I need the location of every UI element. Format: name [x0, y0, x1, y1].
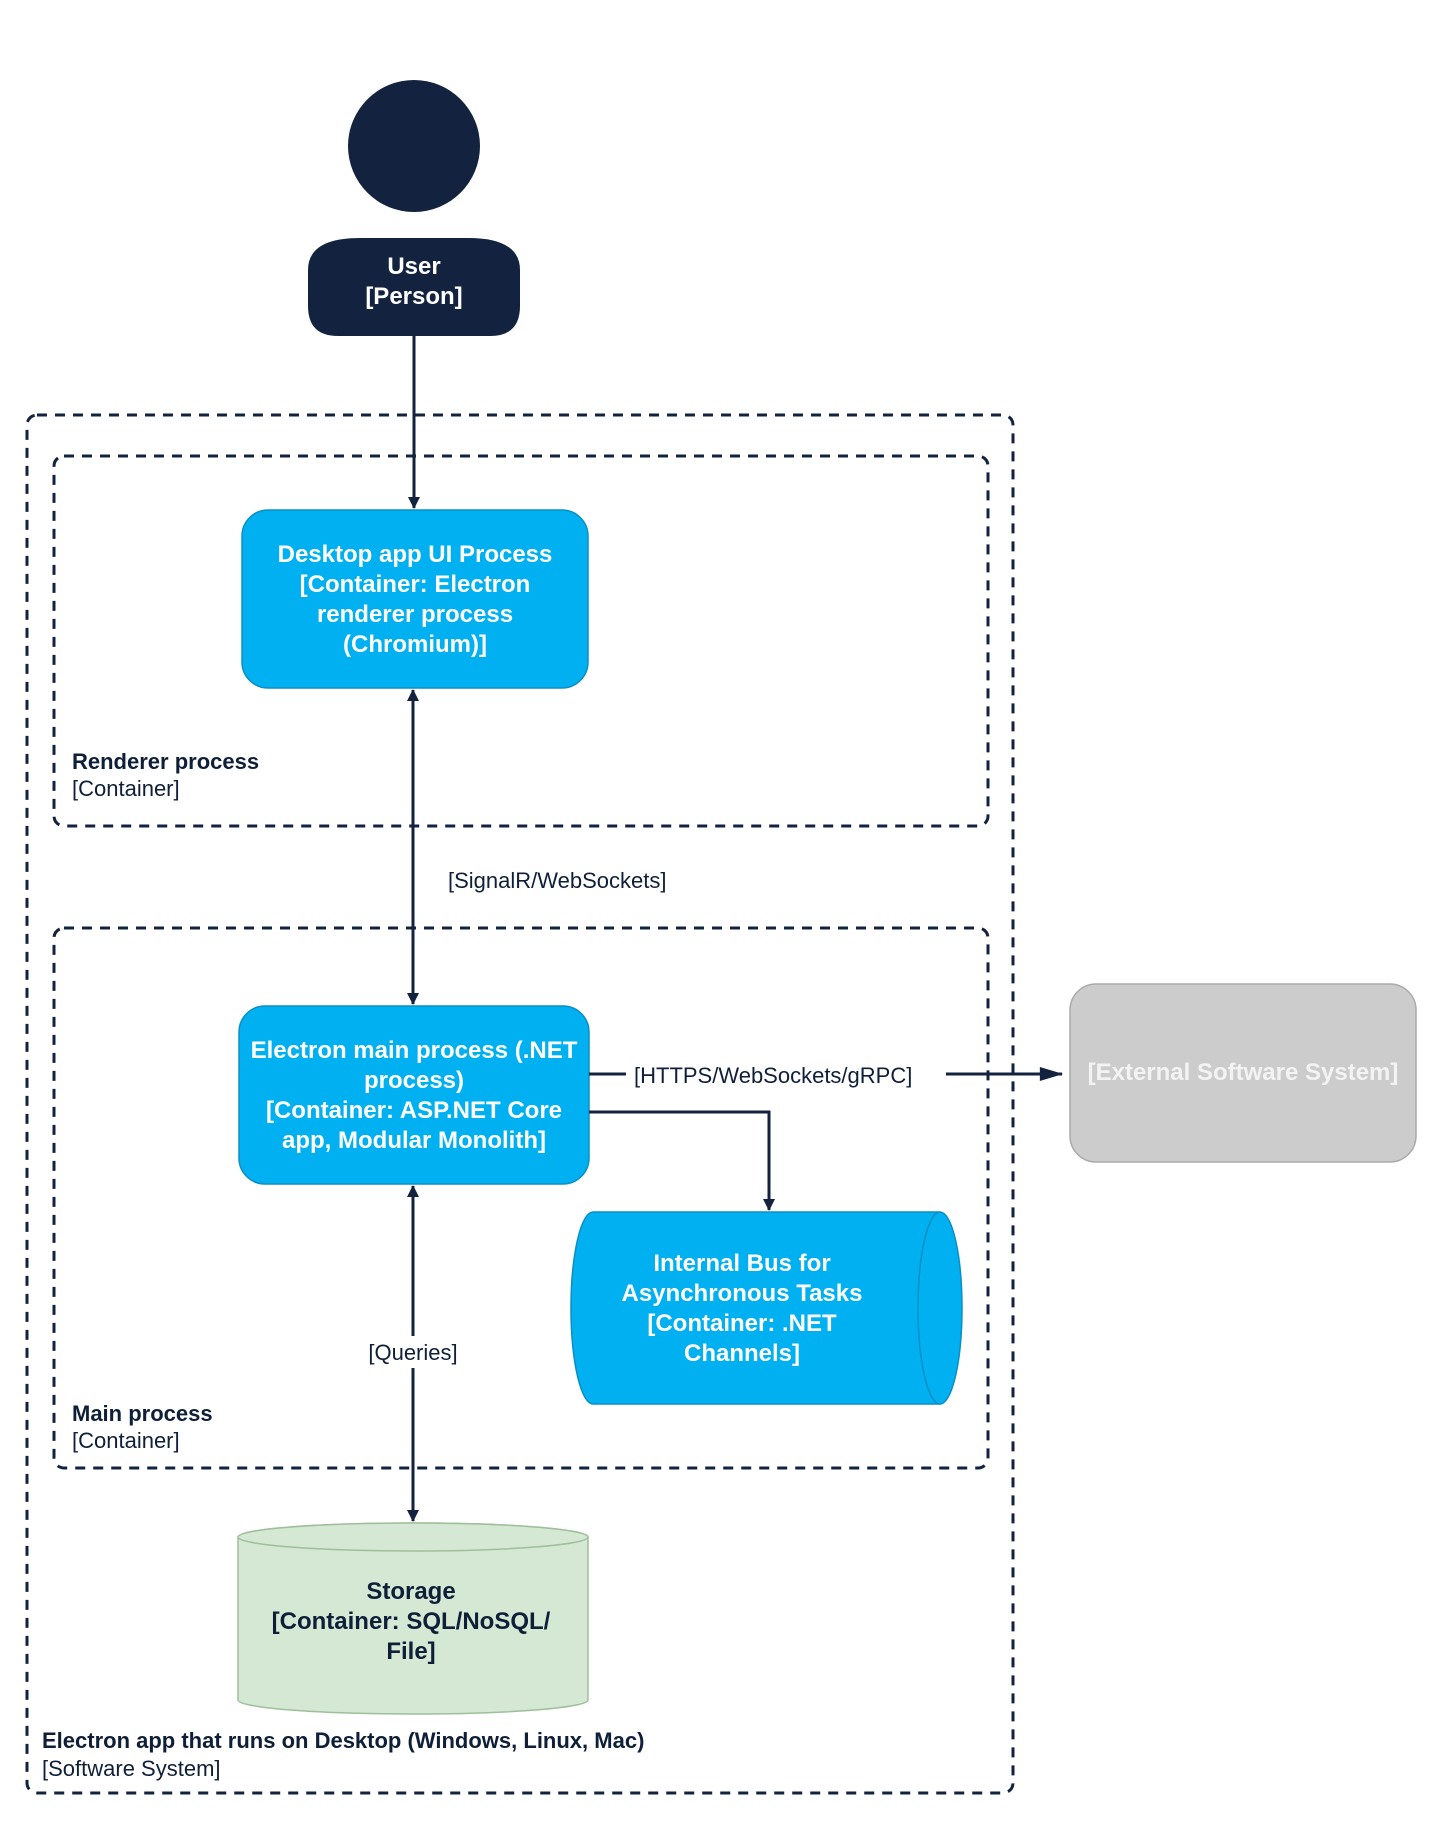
internal-bus-line: Asynchronous Tasks [622, 1280, 863, 1307]
main-process-container: Electron main process (.NET process) [Co… [238, 1005, 590, 1185]
person-body-icon [308, 238, 520, 336]
storage-line: Storage [366, 1578, 455, 1605]
person-name: User [387, 253, 440, 280]
internal-bus-line: [Container: .NET [647, 1310, 837, 1337]
edge-label-queries: [Queries] [368, 1340, 457, 1365]
storage-line: File] [386, 1638, 435, 1665]
internal-bus-line: Channels] [684, 1340, 800, 1367]
ui-process-line: renderer process [317, 601, 513, 628]
renderer-boundary-type: [Container] [72, 776, 180, 801]
internal-bus-line: Internal Bus for [653, 1250, 830, 1277]
person-type: [Person] [365, 283, 462, 310]
internal-bus-container: Internal Bus for Asynchronous Tasks [Con… [570, 1211, 963, 1405]
edge-label-https: [HTTPS/WebSockets/gRPC] [634, 1063, 912, 1088]
ui-process-line: [Container: Electron [300, 571, 531, 598]
main-process-line: [Container: ASP.NET Core [266, 1097, 562, 1124]
person-head-icon [348, 80, 480, 212]
software-system-type: [Software System] [42, 1756, 221, 1781]
ui-process-line: (Chromium)] [343, 631, 487, 658]
main-process-line: app, Modular Monolith] [282, 1127, 546, 1154]
external-system-label: [External Software System] [1088, 1059, 1399, 1086]
renderer-boundary-name: Renderer process [72, 749, 259, 774]
edge-labels: [SignalR/WebSockets] [HTTPS/WebSockets/g… [359, 868, 946, 1368]
edge-label-signalr: [SignalR/WebSockets] [448, 868, 666, 893]
main-process-line: Electron main process (.NET [251, 1037, 578, 1064]
main-boundary-name: Main process [72, 1401, 213, 1426]
user-person: User [Person] [308, 80, 520, 336]
main-process-boundary: Main process [Container] [52, 926, 990, 1470]
renderer-process-boundary: Renderer process [Container] [52, 454, 990, 828]
ui-process-container: Desktop app UI Process [Container: Elect… [241, 509, 589, 689]
storage-line: [Container: SQL/NoSQL/ [272, 1608, 551, 1635]
edge-main-bus [589, 1110, 775, 1211]
software-system-boundary: Electron app that runs on Desktop (Windo… [25, 413, 1015, 1795]
storage-container: Storage [Container: SQL/NoSQL/ File] [237, 1522, 589, 1715]
main-process-line: process) [364, 1067, 464, 1094]
main-boundary-type: [Container] [72, 1428, 180, 1453]
external-software-system: [External Software System] [1069, 983, 1417, 1163]
ui-process-line: Desktop app UI Process [278, 541, 553, 568]
software-system-name: Electron app that runs on Desktop (Windo… [42, 1728, 644, 1753]
